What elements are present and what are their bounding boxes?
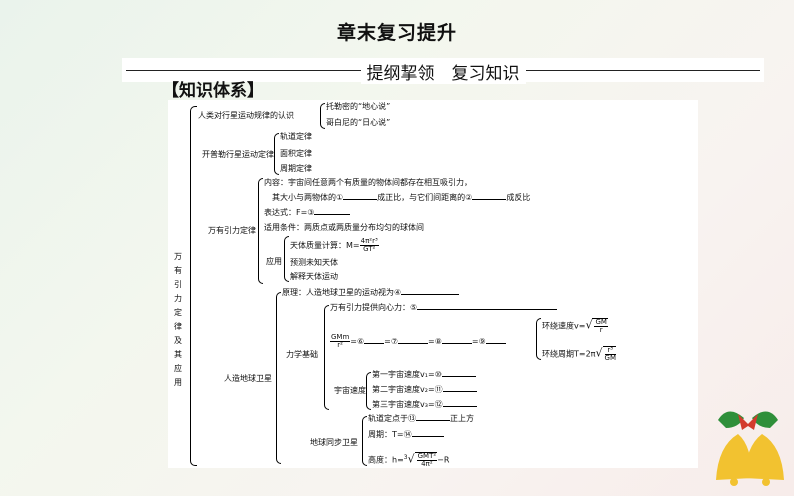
application-bracket (284, 236, 289, 282)
mechanics-bracket (324, 305, 329, 410)
geocentric-item: 托勒密的“地心说” (326, 102, 391, 111)
branch2-bracket (274, 133, 279, 175)
geosync-label: 地球同步卫星 (310, 438, 358, 447)
law-content: 内容：宇宙间任意两个有质量的物体间都存在相互吸引力， (264, 178, 472, 187)
branch1-bracket (320, 103, 325, 129)
force-item: 万有引力提供向心力：⑤ (330, 303, 558, 312)
law-condition: 适用条件：两质点或两质量分布均匀的球体间 (264, 223, 424, 232)
law-period: 周期定律 (280, 164, 312, 173)
geosync-bracket (362, 416, 367, 466)
bell-decoration-icon (716, 411, 784, 486)
branch4-label: 人造地球卫星 (224, 374, 272, 383)
geosync-period: 周期：T=⑭ (368, 430, 444, 439)
page-title: 章末复习提升 (336, 22, 457, 44)
orbit-bracket (536, 318, 541, 360)
principle-item: 原理：人造地球卫星的运动视为④ (282, 288, 460, 297)
branch4-bracket (276, 292, 281, 464)
subtitle: 提纲挈领 复习知识 (360, 64, 526, 84)
application-label: 应用 (266, 257, 282, 266)
cosmic-v2: 第二宇宙速度v₂=⑪ (372, 385, 477, 394)
section-label: 【知识体系】 (162, 81, 264, 101)
cosmic-v3: 第三宇宙速度v₃=⑫ (372, 400, 477, 409)
root-bracket (190, 106, 197, 466)
knowledge-tree: 万有 引力 定律 及其 应用 人类对行星运动规律的认识 托勒密的“地心说” 哥白… (168, 100, 698, 468)
bell-right-icon (744, 434, 784, 480)
law-area: 面积定律 (280, 149, 312, 158)
branch2-label: 开普勒行星运动定律 (202, 150, 274, 159)
law-expression: 表达式：F=③ (264, 208, 351, 217)
law-orbit: 轨道定律 (280, 132, 312, 141)
holly-leaf-icon (718, 411, 744, 428)
cosmic-v1: 第一宇宙速度v₁=⑩ (372, 370, 476, 379)
mechanics-label: 力学基础 (286, 350, 318, 359)
cosmic-bracket (366, 372, 371, 410)
cosmic-velocity-label: 宇宙速度 (334, 386, 366, 395)
root-label: 万有 引力 定律 及其 应用 (174, 252, 182, 387)
bell-clapper-icon (762, 478, 770, 486)
bell-left-icon (716, 434, 752, 480)
branch3-bracket (258, 178, 263, 284)
explain-item: 解释天体运动 (290, 272, 338, 281)
heliocentric-item: 哥白尼的“日心说” (326, 118, 391, 127)
predict-item: 预测未知天体 (290, 258, 338, 267)
subtitle-bar: 提纲挈领 复习知识 (122, 58, 764, 84)
branch1-label: 人类对行星运动规律的认识 (198, 111, 294, 120)
branch3-label: 万有引力定律 (208, 226, 256, 235)
bell-clapper-icon (730, 478, 738, 486)
bow-icon (738, 414, 758, 430)
holly-leaf-icon (752, 411, 778, 428)
